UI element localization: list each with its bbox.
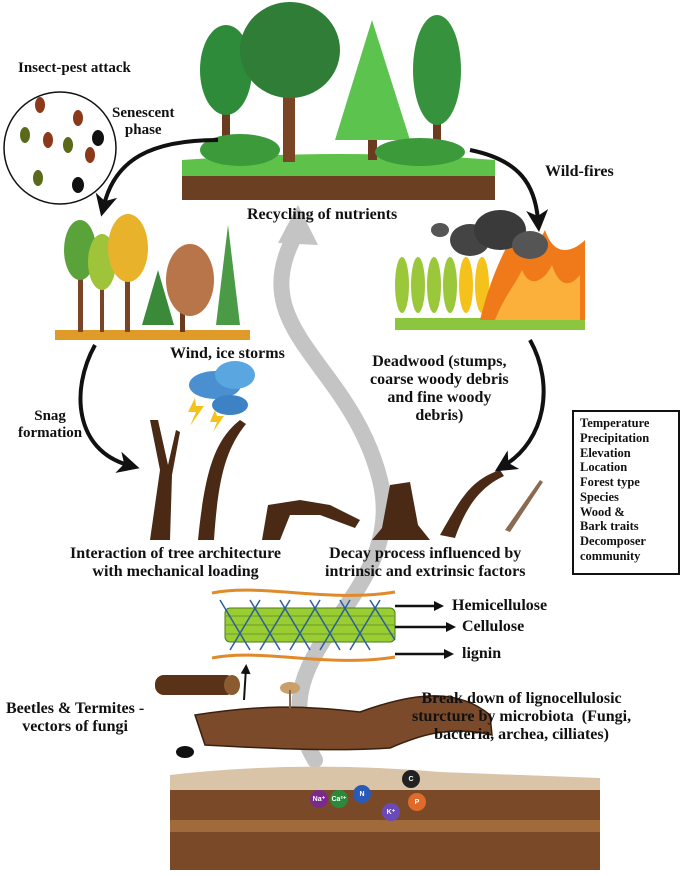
senescent-forest: [55, 214, 250, 340]
nutrient-ion: K⁺: [382, 803, 400, 821]
factor-item: Species: [580, 489, 619, 504]
factor-item: Precipitation: [580, 430, 650, 445]
factor-item: Wood &: [580, 504, 625, 519]
decay-process-label: Decay process influenced by intrinsic an…: [325, 545, 526, 580]
factor-item: Location: [580, 460, 628, 475]
deadwood-label: Deadwood (stumps, coarse woody debris an…: [370, 353, 509, 424]
factor-item: community: [580, 548, 641, 563]
lightning-icon: [188, 398, 204, 426]
nutrient-ion: C: [402, 770, 420, 788]
snag-formation-label: Snag formation: [18, 408, 83, 441]
cellulose-label: Cellulose: [462, 618, 525, 635]
hemicellulose-label: Hemicellulose: [452, 597, 548, 614]
beetle-icon: [176, 746, 194, 758]
lignin-label: lignin: [462, 645, 502, 662]
factor-item: Bark traits: [580, 519, 639, 534]
insect-pest-label: Insect-pest attack: [18, 60, 131, 76]
beetles-termites-label: Beetles & Termites - vectors of fungi: [6, 700, 145, 735]
cellulose-fiber-bundle: [211, 588, 396, 662]
soil-and-decaying-log: [155, 675, 600, 870]
breakdown-label: Break down of lignocellulosic sturcture …: [412, 690, 632, 743]
interaction-label: Interaction of tree architecture with me…: [70, 545, 282, 580]
component-arrows: [395, 601, 456, 659]
nutrient-ion: N: [353, 785, 371, 803]
mushroom-icon: [280, 682, 300, 694]
factor-item: Decomposer: [580, 534, 646, 548]
wildfires-label: Wild-fires: [545, 163, 614, 180]
nutrient-ion: P: [408, 793, 426, 811]
nutrient-ion: Ca²⁺: [330, 790, 348, 808]
storm-cloud-icon: [188, 361, 255, 432]
black-arrow-icon: [78, 138, 549, 701]
factors-box: Temperature Precipitation Elevation Loca…: [572, 410, 680, 575]
factor-item: Forest type: [580, 475, 640, 489]
healthy-forest-island: [182, 2, 495, 200]
dead-wood-row: [150, 420, 543, 540]
nutrient-ion: Na⁺: [310, 790, 328, 808]
factor-item: Elevation: [580, 445, 631, 460]
insect-pest-circle: [3, 91, 117, 205]
senescent-phase-label: Senescent phase: [112, 105, 175, 138]
recycling-arrow: [273, 205, 392, 768]
recycling-label: Recycling of nutrients: [247, 206, 398, 223]
wind-ice-label: Wind, ice storms: [170, 345, 285, 362]
wildfire-scene: [395, 210, 585, 330]
factor-item: Temperature: [580, 416, 650, 430]
